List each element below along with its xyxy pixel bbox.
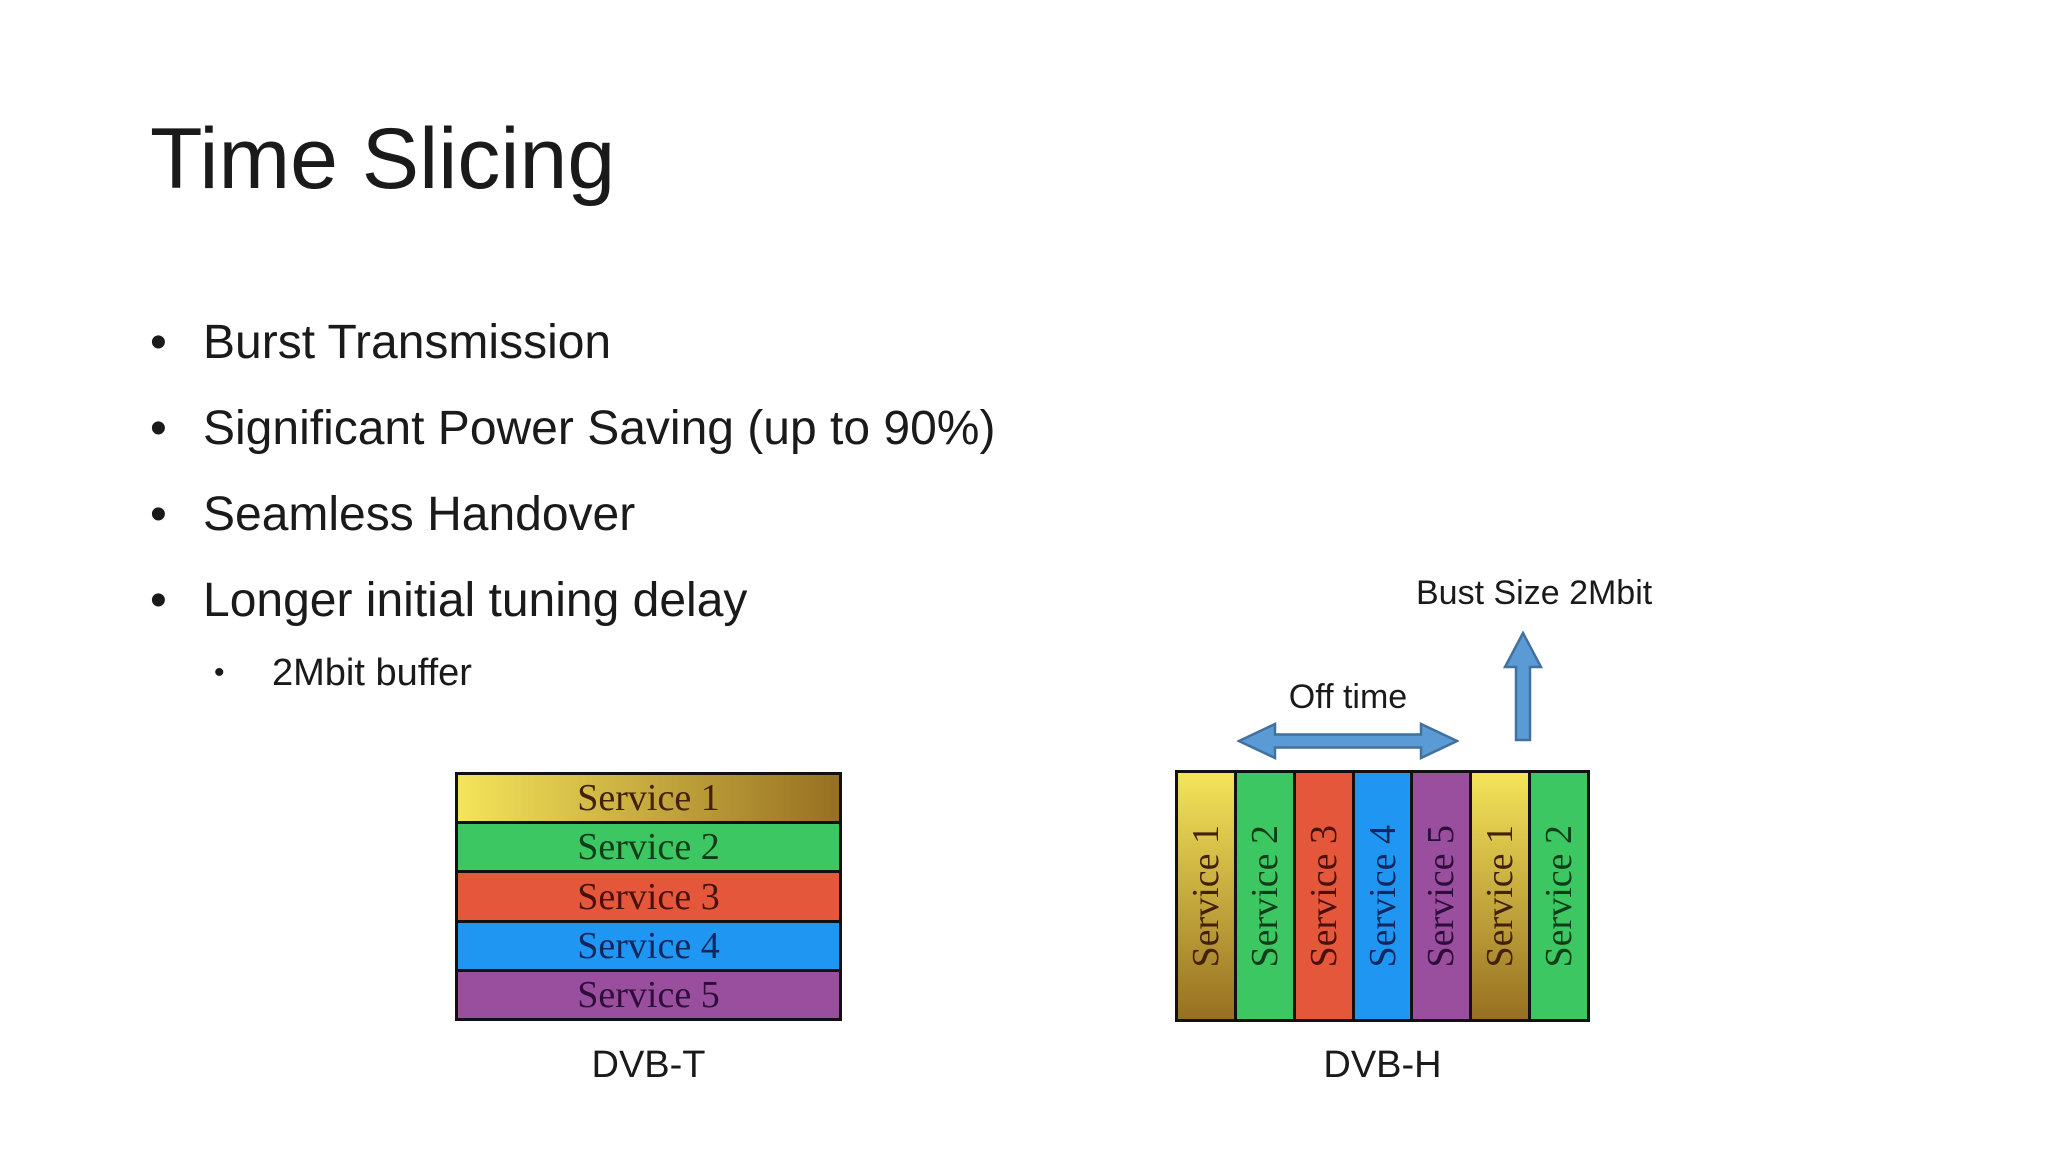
bullet-text: 2Mbit buffer [272,651,472,694]
off-time-label: Off time [1288,678,1408,716]
service-label: Service 3 [577,875,720,918]
bullet-dot-icon [150,573,203,628]
dvbh-figure: Service 1 Service 2 Service 3 Service 4 … [1175,770,1590,1022]
service-label: Service 4 [1361,824,1404,968]
dvbt-service-bar: Service 1 [458,775,839,822]
service-label: Service 3 [1302,824,1345,968]
dvbt-service-bar: Service 5 [458,968,839,1019]
bullet-text: Significant Power Saving (up to 90%) [203,401,996,455]
page-title: Time Slicing [150,111,616,207]
service-label: Service 2 [1538,824,1581,968]
bullet-text: Seamless Handover [203,487,636,541]
list-item: Seamless Handover [150,471,995,557]
dvbh-service-column: Service 3 [1292,773,1352,1019]
dvbh-service-column: Service 5 [1410,773,1470,1019]
bullet-dot-icon [150,401,203,456]
bullet-list: Burst Transmission Significant Power Sav… [150,299,995,703]
bullet-dot-icon [150,315,203,370]
service-label: Service 2 [1243,824,1286,968]
dvbh-service-column: Service 2 [1528,773,1588,1019]
bullet-dot-icon [214,656,272,690]
service-label: Service 1 [1479,824,1522,968]
dvbh-caption: DVB-H [1323,1044,1442,1086]
dvbt-service-bar: Service 4 [458,919,839,969]
list-item: Burst Transmission [150,299,995,385]
double-arrow-icon [1237,722,1459,760]
service-label: Service 2 [577,826,720,869]
dvbh-service-column: Service 1 [1469,773,1529,1019]
bullet-dot-icon [150,487,203,542]
dvbt-figure: Service 1 Service 2 Service 3 Service 4 … [455,772,842,1021]
service-label: Service 1 [1184,824,1227,968]
bullet-text: Burst Transmission [203,315,612,369]
list-item: Significant Power Saving (up to 90%) [150,385,995,471]
list-item: Longer initial tuning delay [150,557,995,643]
service-label: Service 1 [577,777,720,820]
service-label: Service 5 [577,973,720,1016]
dvbh-service-column: Service 1 [1178,773,1234,1019]
service-label: Service 4 [577,924,720,967]
up-arrow-icon [1503,631,1543,742]
dvbt-service-bar: Service 3 [458,870,839,920]
dvbh-service-column: Service 4 [1351,773,1411,1019]
dvbt-service-bar: Service 2 [458,821,839,871]
dvbh-service-column: Service 2 [1233,773,1293,1019]
bullet-text: Longer initial tuning delay [203,573,748,627]
burst-size-label: Bust Size 2Mbit [1416,574,1653,612]
dvbt-caption: DVB-T [591,1044,706,1086]
service-label: Service 5 [1420,824,1463,968]
list-item-sub: 2Mbit buffer [150,643,995,703]
